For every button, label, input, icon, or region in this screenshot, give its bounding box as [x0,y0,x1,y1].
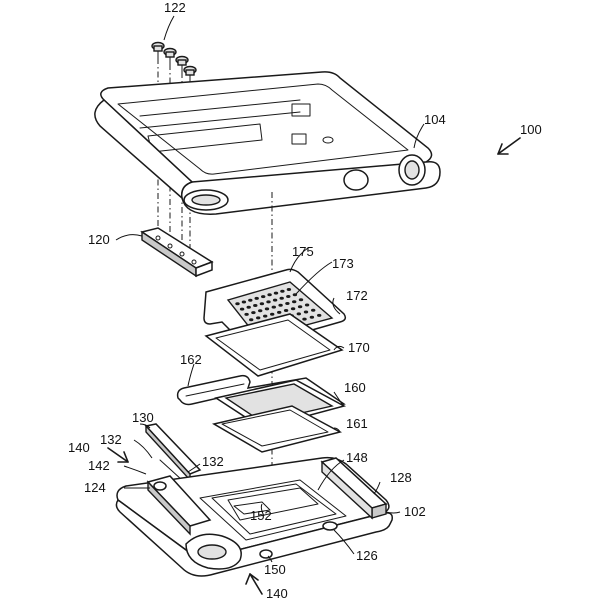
mesh-dot [266,300,270,303]
mesh-dot [242,301,246,304]
mesh-dot [256,316,260,319]
label-140b: 140 [266,586,288,600]
mesh-dot [265,307,269,310]
mesh-dot [272,306,276,309]
mesh-dot [249,318,253,321]
mesh-dot [302,318,306,321]
bracket-120 [142,228,212,276]
mesh-dot [263,315,267,318]
mesh-dot [287,288,291,291]
mesh-dot [247,306,251,309]
label-130: 130 [132,410,154,425]
mesh-dot [273,299,277,302]
label-122: 122 [164,0,186,15]
label-173: 173 [332,256,354,271]
mesh-dot [251,311,255,314]
arrow-140-left [108,448,128,462]
screw-2 [164,49,176,65]
mesh-dot [286,295,290,298]
mesh-dot [284,309,288,312]
label-152: 152 [250,508,272,523]
label-102: 102 [404,504,426,519]
mesh-dot [291,307,295,310]
label-104: 104 [424,112,446,127]
mesh-dot [305,304,309,307]
mesh-dot [280,290,284,293]
clip-130 [146,424,200,480]
screws [152,43,196,83]
label-132a: 132 [100,432,122,447]
mesh-dot [248,299,252,302]
mesh-dot [317,314,321,317]
screw-1 [152,43,164,59]
mesh-dot [255,297,259,300]
mesh-dot [311,309,315,312]
mesh-dot [299,298,303,301]
arrow-100 [498,138,520,154]
mesh-dot [285,302,289,305]
mesh-dot [304,311,308,314]
label-120: 120 [88,232,110,247]
mesh-dot [298,305,302,308]
mesh-dot [235,302,239,305]
label-132b: 132 [202,454,224,469]
mesh-dot [274,292,278,295]
mesh-dot [267,293,271,296]
mesh-dot [240,308,244,311]
mesh-dot [297,312,301,315]
label-175: 175 [292,244,314,259]
label-126: 126 [356,548,378,563]
label-150: 150 [264,562,286,577]
label-161: 161 [346,416,368,431]
mesh-dot [292,300,296,303]
label-100: 100 [520,122,542,137]
frame-104 [95,72,440,214]
label-128: 128 [390,470,412,485]
mesh-dot [260,302,264,305]
mesh-dot [258,309,262,312]
mesh-dot [270,313,274,316]
label-140a: 140 [68,440,90,455]
mesh-dot [277,311,281,314]
label-160: 160 [344,380,366,395]
mesh-dot [261,295,265,298]
mesh-dot [310,316,314,319]
label-170: 170 [348,340,370,355]
mesh-dot [253,304,257,307]
label-162: 162 [180,352,202,367]
arrow-140-bottom [246,574,262,594]
label-172: 172 [346,288,368,303]
mesh-dot [278,304,282,307]
label-124: 124 [84,480,106,495]
screw-4 [184,67,196,83]
mesh-dot [244,313,248,316]
label-142: 142 [88,458,110,473]
mesh-dot [280,297,284,300]
label-148: 148 [346,450,368,465]
